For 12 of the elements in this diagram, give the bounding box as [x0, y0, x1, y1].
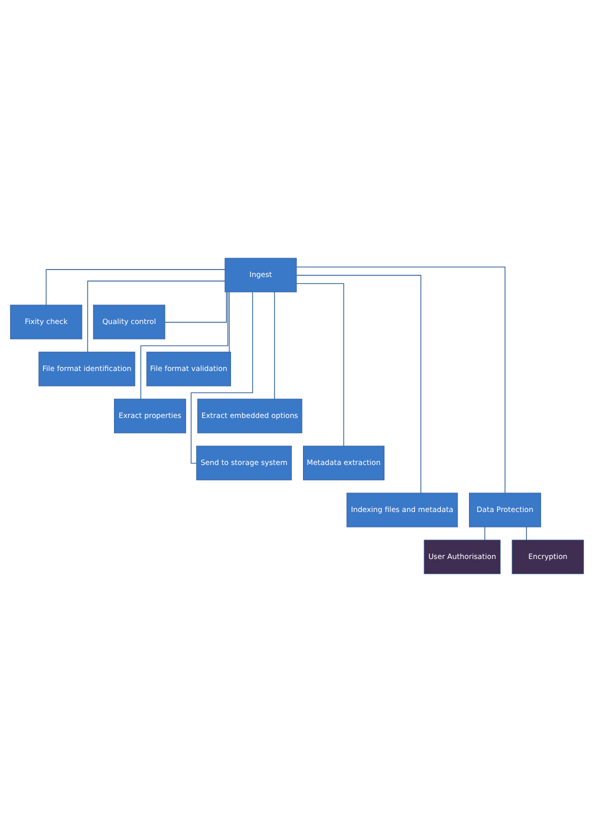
connector — [164, 292, 227, 323]
connector — [46, 269, 226, 306]
connector — [87, 280, 226, 352]
connector — [274, 292, 275, 400]
connector — [296, 274, 422, 494]
connector — [228, 292, 230, 352]
connector — [140, 292, 228, 400]
connector — [190, 292, 254, 464]
connector — [484, 526, 486, 540]
connector — [526, 526, 527, 540]
connector — [296, 283, 344, 446]
connector — [296, 266, 506, 494]
